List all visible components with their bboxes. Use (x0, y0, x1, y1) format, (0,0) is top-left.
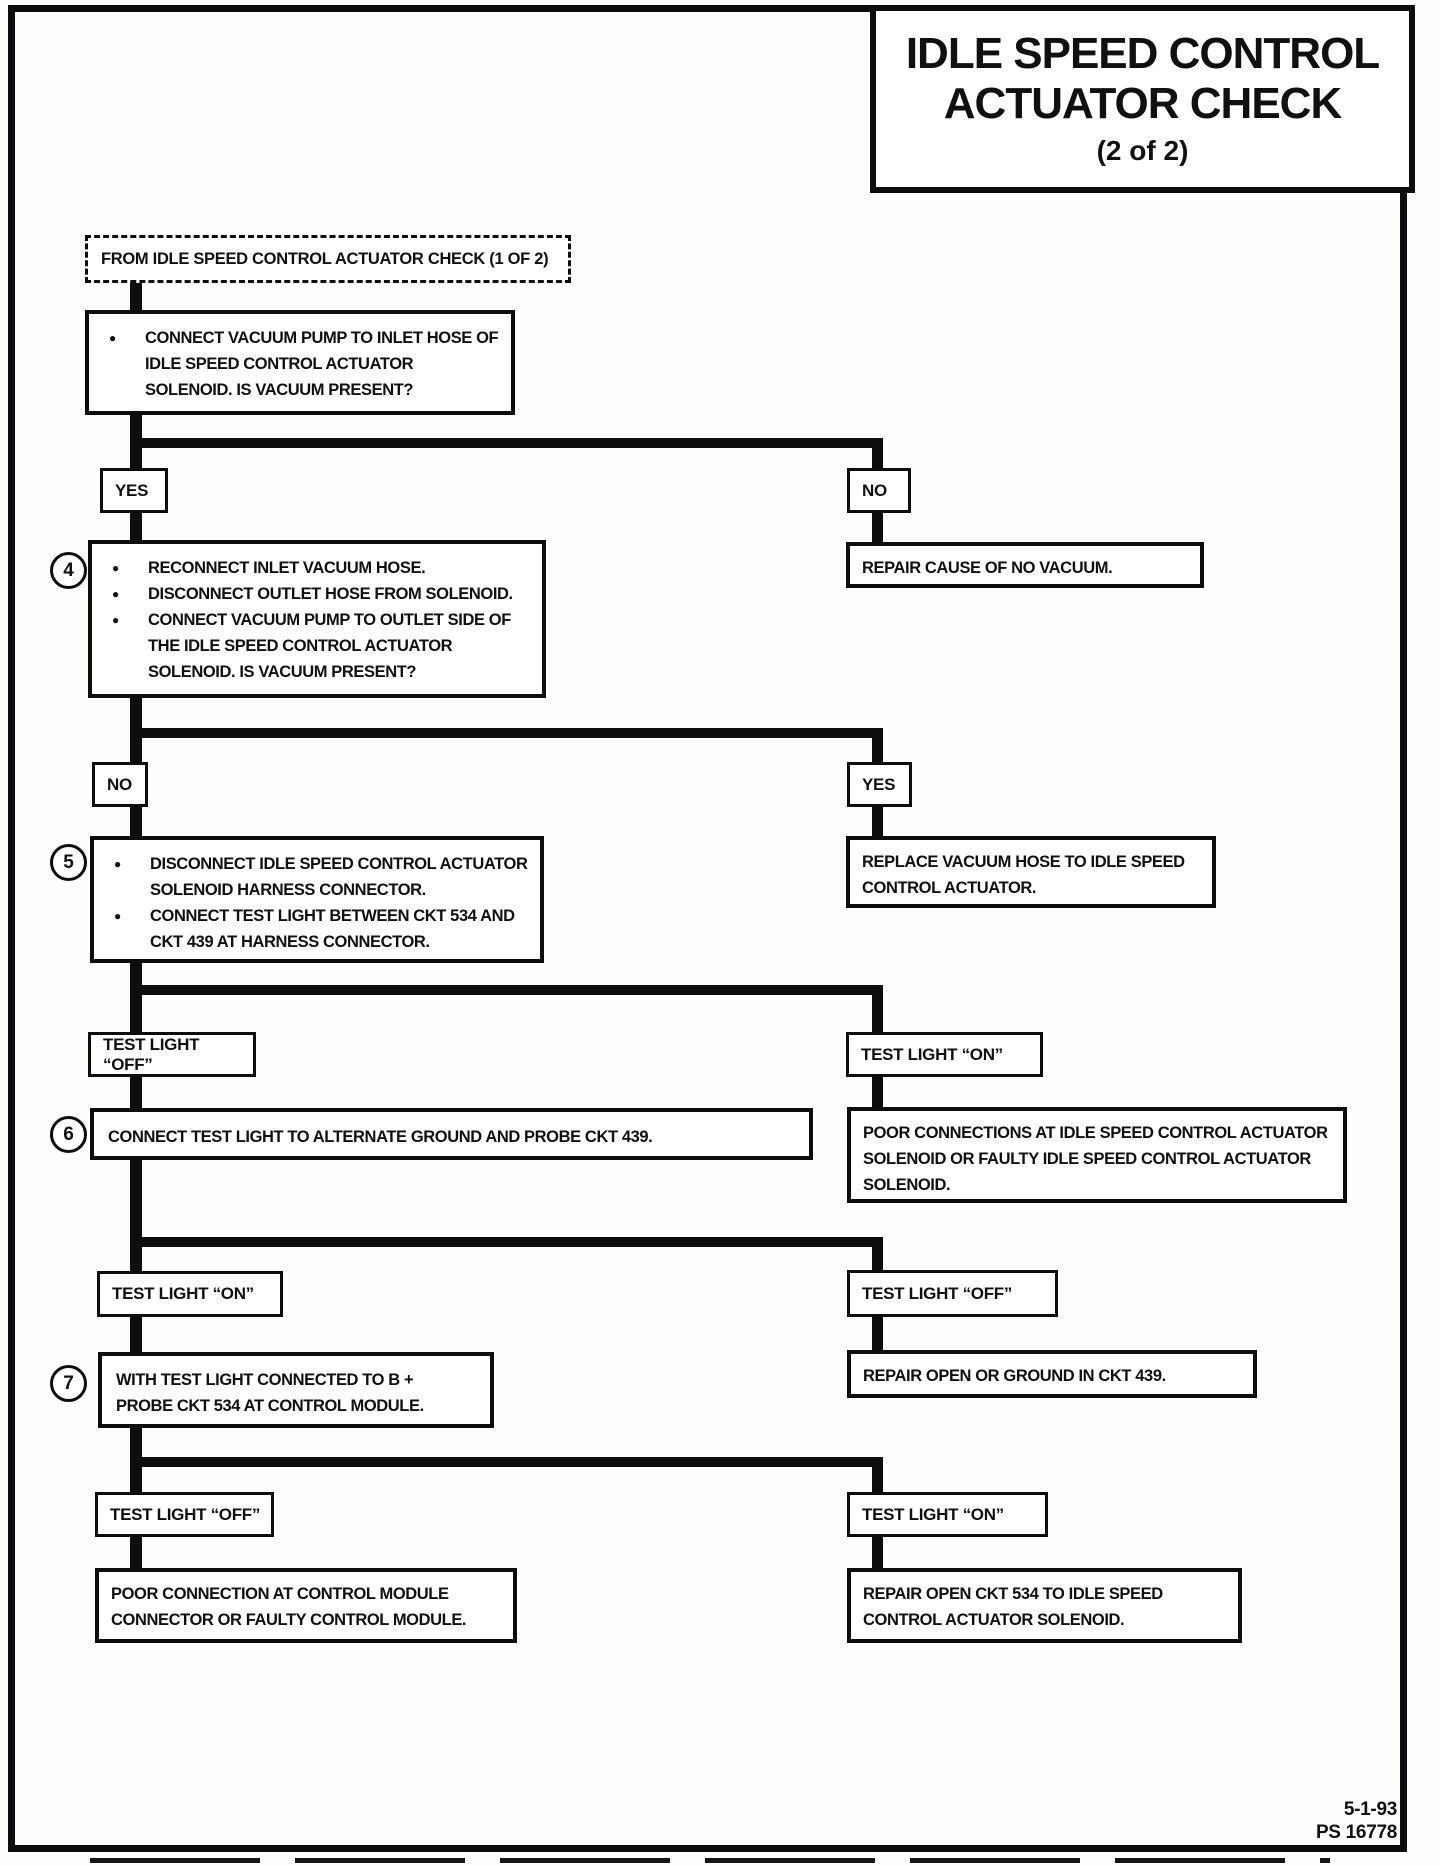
connector-right-5b (872, 1535, 883, 1570)
branch-line-1 (130, 438, 883, 448)
connector-right-2b (872, 805, 883, 838)
footer-date: 5-1-93 (1343, 1799, 1397, 1820)
label-yes-1: YES (100, 468, 168, 513)
step-number-7-text: 7 (63, 1372, 74, 1394)
step-7-line2: PROBE CKT 534 AT CONTROL MODULE. (116, 1397, 424, 1415)
step-4-bullet-1: RECONNECT INLET VACUUM HOSE. (148, 559, 426, 577)
step-number-5: 5 (50, 844, 87, 881)
label-test-light-off-4-text: TEST LIGHT “OFF” (862, 1283, 1013, 1303)
label-test-light-off-4: TEST LIGHT “OFF” (847, 1270, 1058, 1317)
title-box: IDLE SPEED CONTROL ACTUATOR CHECK (2 of … (870, 5, 1415, 193)
connector-right-5a (872, 1457, 883, 1494)
entry-box: FROM IDLE SPEED CONTROL ACTUATOR CHECK (… (85, 235, 571, 283)
step-number-7: 7 (50, 1365, 87, 1402)
footer-code: PS 16778 (1315, 1822, 1397, 1843)
connector-right-3a (872, 985, 883, 1034)
page-title-pagination: (2 of 2) (1096, 135, 1189, 166)
step-number-6: 6 (50, 1116, 87, 1153)
result-repair-open-ckt534: REPAIR OPEN CKT 534 TO IDLE SPEED CONTRO… (847, 1568, 1242, 1643)
result-poor-connections-solenoid: POOR CONNECTIONS AT IDLE SPEED CONTROL A… (847, 1107, 1347, 1203)
step-box-4: ● RECONNECT INLET VACUUM HOSE. ● DISCONN… (88, 540, 546, 698)
connector-right-1b (872, 511, 883, 544)
label-no-1-text: NO (862, 480, 887, 500)
result-repair-open-ground-ckt439: REPAIR OPEN OR GROUND IN CKT 439. (847, 1350, 1257, 1398)
step-5-bullet-2: CONNECT TEST LIGHT BETWEEN CKT 534 AND C… (150, 907, 515, 951)
result-replace-vacuum-hose-text: REPLACE VACUUM HOSE TO IDLE SPEED CONTRO… (862, 853, 1185, 897)
step-number-6-text: 6 (63, 1123, 74, 1145)
connector-spine-entry (130, 283, 142, 312)
label-test-light-on-5: TEST LIGHT “ON” (847, 1492, 1048, 1537)
bullet-icon: ● (114, 909, 121, 923)
step-number-4-text: 4 (63, 559, 74, 581)
step-7-line1: WITH TEST LIGHT CONNECTED TO B + (116, 1371, 414, 1389)
result-poor-connection-control-module-text: POOR CONNECTION AT CONTROL MODULE CONNEC… (111, 1585, 467, 1629)
step-number-5-text: 5 (63, 851, 74, 873)
label-test-light-off-5: TEST LIGHT “OFF” (95, 1492, 274, 1537)
page-border (8, 5, 1407, 1852)
result-repair-no-vacuum: REPAIR CAUSE OF NO VACUUM. (846, 542, 1204, 588)
step-number-4: 4 (50, 552, 87, 589)
step-5-bullet-1: DISCONNECT IDLE SPEED CONTROL ACTUATOR S… (150, 855, 528, 899)
connector-right-1a (872, 438, 883, 470)
label-test-light-on-3: TEST LIGHT “ON” (846, 1032, 1043, 1077)
label-yes-1-text: YES (115, 480, 149, 500)
branch-line-2 (130, 728, 883, 738)
label-test-light-off-3: TEST LIGHT “OFF” (88, 1032, 256, 1077)
step-box-5: ● DISCONNECT IDLE SPEED CONTROL ACTUATOR… (90, 836, 544, 963)
label-test-light-on-5-text: TEST LIGHT “ON” (862, 1504, 1004, 1524)
label-yes-2: YES (847, 762, 912, 807)
connector-right-3b (872, 1075, 883, 1109)
result-poor-connections-solenoid-text: POOR CONNECTIONS AT IDLE SPEED CONTROL A… (863, 1124, 1328, 1194)
step-box-6: CONNECT TEST LIGHT TO ALTERNATE GROUND A… (90, 1108, 813, 1160)
label-test-light-on-4-text: TEST LIGHT “ON” (112, 1284, 254, 1303)
bullet-icon: ● (109, 331, 116, 345)
page-title-line1: IDLE SPEED CONTROL (905, 29, 1380, 78)
step-q1-text: CONNECT VACUUM PUMP TO INLET HOSE OF IDL… (145, 329, 499, 399)
connector-right-2a (872, 728, 883, 764)
result-repair-open-ground-ckt439-text: REPAIR OPEN OR GROUND IN CKT 439. (863, 1367, 1166, 1385)
bullet-icon: ● (114, 857, 121, 871)
label-test-light-on-4: TEST LIGHT “ON” (97, 1271, 283, 1317)
entry-label: FROM IDLE SPEED CONTROL ACTUATOR CHECK (… (101, 249, 549, 268)
step-4-bullet-3: CONNECT VACUUM PUMP TO OUTLET SIDE OF TH… (148, 611, 511, 681)
label-test-light-off-3-text: TEST LIGHT “OFF” (103, 1034, 200, 1074)
result-repair-open-ckt534-text: REPAIR OPEN CKT 534 TO IDLE SPEED CONTRO… (863, 1585, 1163, 1629)
branch-line-3 (130, 985, 883, 995)
bullet-icon: ● (112, 613, 119, 627)
connector-spine-4 (130, 1158, 142, 1354)
branch-line-5 (130, 1457, 883, 1467)
step-6-text: CONNECT TEST LIGHT TO ALTERNATE GROUND A… (108, 1128, 653, 1146)
step-4-bullet-2: DISCONNECT OUTLET HOSE FROM SOLENOID. (148, 585, 513, 603)
scan-artifact-line (90, 1858, 1330, 1863)
label-test-light-on-3-text: TEST LIGHT “ON” (861, 1044, 1003, 1064)
label-no-2-text: NO (107, 774, 132, 794)
result-repair-no-vacuum-text: REPAIR CAUSE OF NO VACUUM. (862, 559, 1113, 577)
bullet-icon: ● (112, 587, 119, 601)
label-no-2: NO (92, 762, 148, 807)
label-test-light-off-5-text: TEST LIGHT “OFF” (110, 1504, 261, 1524)
footer: 5-1-93 PS 16778 (1190, 1798, 1397, 1844)
step-box-q1: ● CONNECT VACUUM PUMP TO INLET HOSE OF I… (85, 310, 515, 415)
label-no-1: NO (847, 468, 911, 513)
page-title-line2: ACTUATOR CHECK (943, 79, 1342, 128)
connector-right-4a (872, 1237, 883, 1272)
branch-line-4 (130, 1237, 883, 1247)
result-poor-connection-control-module: POOR CONNECTION AT CONTROL MODULE CONNEC… (95, 1568, 517, 1643)
connector-right-4b (872, 1315, 883, 1352)
bullet-icon: ● (112, 561, 119, 575)
label-yes-2-text: YES (862, 774, 896, 794)
result-replace-vacuum-hose: REPLACE VACUUM HOSE TO IDLE SPEED CONTRO… (846, 836, 1216, 908)
step-box-7: WITH TEST LIGHT CONNECTED TO B + PROBE C… (98, 1352, 494, 1428)
